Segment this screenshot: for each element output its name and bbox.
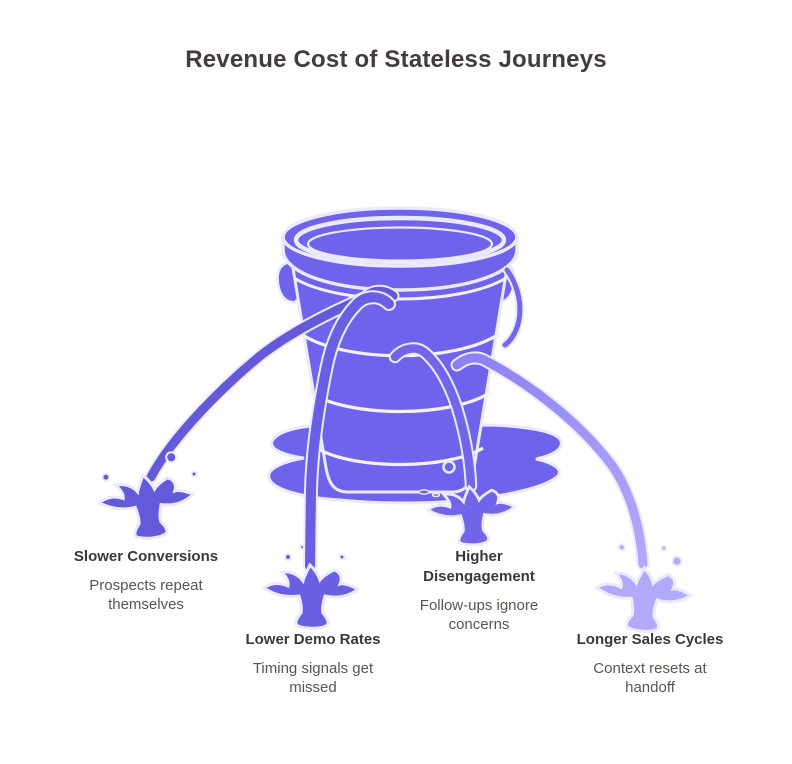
leak-label-longer-sales-cycles: Longer Sales Cycles Context resets at ha… — [560, 630, 740, 697]
splash-middle — [262, 544, 360, 630]
splash-right — [592, 543, 694, 636]
leak-title: Slower Conversions — [73, 548, 219, 565]
leak-label-slower-conversions: Slower Conversions Prospects repeat them… — [56, 547, 236, 614]
stream-right — [450, 351, 650, 571]
leak-subtitle: Context resets at handoff — [593, 660, 707, 696]
page-title: Revenue Cost of Stateless Journeys — [185, 46, 607, 73]
leak-label-lower-demo-rates: Lower Demo Rates Timing signals get miss… — [223, 630, 403, 697]
leak-label-higher-disengagement: Higher Disengagement Follow-ups ignore c… — [409, 547, 549, 634]
leak-subtitle: Prospects repeat themselves — [89, 577, 203, 613]
leak-subtitle: Timing signals get missed — [252, 660, 374, 696]
splash-left — [95, 451, 199, 545]
bucket-ridge-line — [293, 276, 507, 301]
stream-mid-right — [388, 342, 478, 493]
puddle-drip — [418, 489, 430, 495]
leak-subtitle: Follow-ups ignore concerns — [419, 597, 539, 633]
leak-title: Longer Sales Cycles — [576, 631, 724, 648]
bucket-opening — [293, 215, 507, 265]
bubble — [442, 460, 456, 474]
leak-title: Higher Disengagement — [423, 548, 535, 585]
puddle-drip — [431, 492, 441, 498]
bucket-opening-inner-line — [306, 226, 494, 262]
leak-title: Lower Demo Rates — [245, 631, 381, 648]
bucket-handle-wire — [502, 267, 523, 348]
stream-middle — [303, 290, 396, 573]
